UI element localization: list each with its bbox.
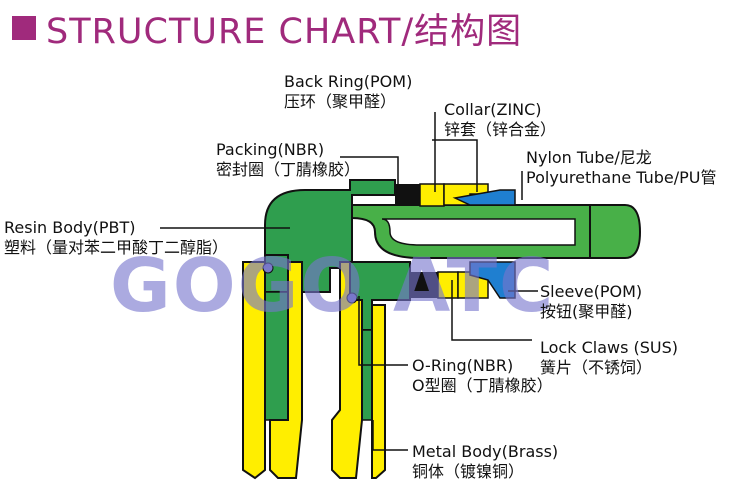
label-nylon-tube-en: Nylon Tube/尼龙 <box>526 148 652 167</box>
sleeve-bottom <box>469 261 516 299</box>
label-resin-body: Resin Body(PBT) 塑料（量对苯二甲酸丁二醇脂） <box>4 218 228 258</box>
title-square-icon <box>12 16 36 40</box>
back-ring-top <box>419 183 445 207</box>
label-lock-claws-en: Lock Claws (SUS) <box>540 338 679 357</box>
metal-body <box>242 261 386 480</box>
label-metal-body-en: Metal Body(Brass) <box>412 442 559 461</box>
label-collar: Collar(ZINC) 锌套（锌合金） <box>444 100 556 140</box>
packing-top <box>395 184 420 206</box>
top-seal-stack <box>395 183 516 207</box>
leader-lines <box>160 112 538 451</box>
label-sleeve-en: Sleeve(POM) <box>540 282 643 301</box>
label-metal-body-cn: 铜体（镀镍铜） <box>412 462 525 481</box>
label-back-ring-en: Back Ring(POM) <box>284 72 413 91</box>
label-o-ring: O-Ring(NBR) O型圈（丁腈橡胶） <box>412 356 553 396</box>
label-sleeve: Sleeve(POM) 按钮(聚甲醛) <box>540 282 642 322</box>
bottom-seal-stack <box>410 261 516 299</box>
o-ring-right <box>346 292 358 304</box>
label-o-ring-en: O-Ring(NBR) <box>412 356 514 375</box>
label-packing-cn: 密封圈（丁腈橡胶） <box>216 160 361 179</box>
label-o-ring-cn: O型圈（丁腈橡胶） <box>412 376 553 395</box>
label-resin-body-cn: 塑料（量对苯二甲酸丁二醇脂） <box>4 238 229 257</box>
label-nylon-tube-cn: Polyurethane Tube/PU管 <box>526 168 717 187</box>
chart-title: STRUCTURE CHART/结构图 <box>12 6 522 52</box>
o-ring-left <box>262 262 274 274</box>
label-metal-body: Metal Body(Brass) 铜体（镀镍铜） <box>412 442 558 482</box>
label-sleeve-cn: 按钮(聚甲醛) <box>540 302 633 321</box>
label-back-ring: Back Ring(POM) 压环（聚甲醛） <box>284 72 412 112</box>
label-lock-claws-cn: 簧片（不锈饲） <box>540 358 653 377</box>
label-lock-claws: Lock Claws (SUS) 簧片（不锈饲） <box>540 338 678 378</box>
watermark: GOGO ATC <box>110 243 556 329</box>
label-packing-en: Packing(NBR) <box>216 140 325 159</box>
label-resin-body-en: Resin Body(PBT) <box>4 218 136 237</box>
label-collar-cn: 锌套（锌合金） <box>444 120 557 139</box>
nylon-tube <box>351 204 642 259</box>
label-collar-en: Collar(ZINC) <box>444 100 542 119</box>
title-text: STRUCTURE CHART/结构图 <box>46 11 523 52</box>
label-nylon-tube: Nylon Tube/尼龙 Polyurethane Tube/PU管 <box>526 148 717 188</box>
packing-bottom <box>410 272 438 298</box>
label-packing: Packing(NBR) 密封圈（丁腈橡胶） <box>216 140 360 180</box>
sleeve-top <box>452 189 516 206</box>
label-back-ring-cn: 压环（聚甲醛） <box>284 92 397 111</box>
